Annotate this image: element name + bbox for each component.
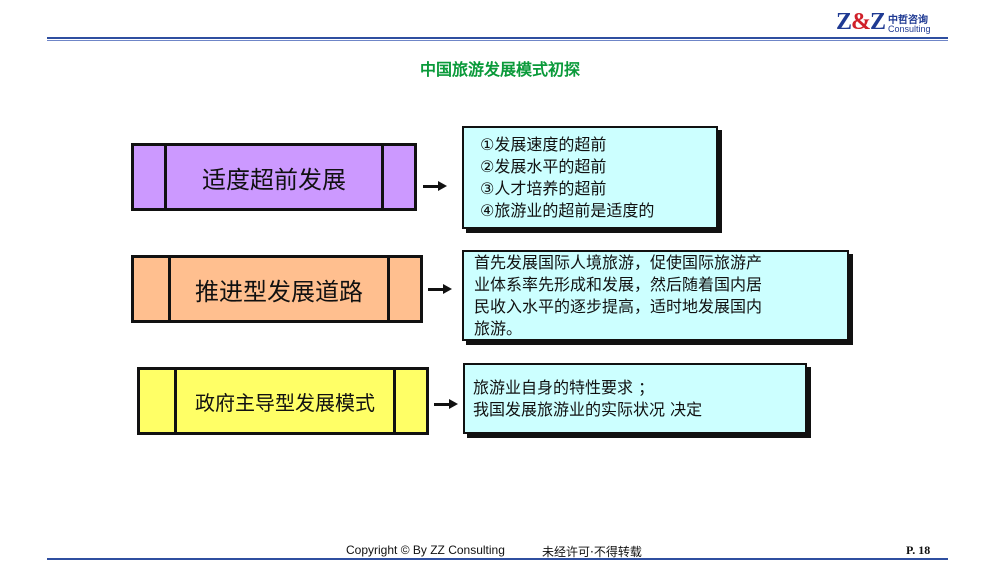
category-box-left-band [134,146,167,208]
detail-box-push-development: 首先发展国际人境旅游，促使国际旅游产 业体系率先形成和发展，然后随着国内居 民收… [462,250,849,341]
category-label: 推进型发展道路 [195,277,363,306]
header-divider [47,37,948,39]
right-arrow-icon [434,399,460,410]
detail-line: ②发展水平的超前 [480,157,607,176]
detail-line: 业体系率先形成和发展，然后随着国内居 [474,275,763,294]
category-box-left-band [134,258,171,320]
footer-divider [47,558,948,560]
slide-title: 中国旅游发展模式初探 [419,60,580,79]
reproduction-notice: 未经许可·不得转载 [542,545,642,559]
detail-line: 我国发展旅游业的实际状况 决定 [473,400,703,419]
category-box-moderate-advance: 适度超前发展 [131,143,417,211]
copyright-text: Copyright © By ZZ Consulting [346,543,505,557]
category-box-right-band [381,146,414,208]
detail-line: 首先发展国际人境旅游，促使国际旅游产 [474,253,763,272]
category-label: 政府主导型发展模式 [195,390,375,415]
detail-box-government-led: 旅游业自身的特性要求 ； 我国发展旅游业的实际状况 决定 [463,363,807,434]
category-label: 适度超前发展 [202,165,346,194]
logo-chinese-text: 中哲咨询 [888,15,928,26]
category-box-government-led: 政府主导型发展模式 [137,367,429,435]
detail-line: 旅游业自身的特性要求 ； [473,378,655,397]
detail-line: ①发展速度的超前 [480,135,607,154]
company-logo: Z&Z 中哲咨询 Consulting [836,9,948,37]
detail-line: ③人才培养的超前 [480,179,607,198]
detail-line: 民收入水平的逐步提高，适时地发展国内 [474,297,763,316]
detail-line: 旅游。 [474,319,523,338]
detail-line: ④旅游业的超前是适度的 [480,201,655,220]
category-box-push-development: 推进型发展道路 [131,255,423,323]
logo-mark: Z&Z [836,9,886,35]
logo-english-text: Consulting [888,24,931,34]
page-number: P. 18 [906,543,931,557]
header-divider-thin [47,40,948,41]
category-box-left-band [140,370,177,432]
category-box-right-band [387,258,420,320]
category-box-right-band [393,370,426,432]
detail-box-moderate-advance: ①发展速度的超前 ②发展水平的超前 ③人才培养的超前 ④旅游业的超前是适度的 [462,126,718,229]
right-arrow-icon [423,181,449,192]
right-arrow-icon [428,284,454,295]
